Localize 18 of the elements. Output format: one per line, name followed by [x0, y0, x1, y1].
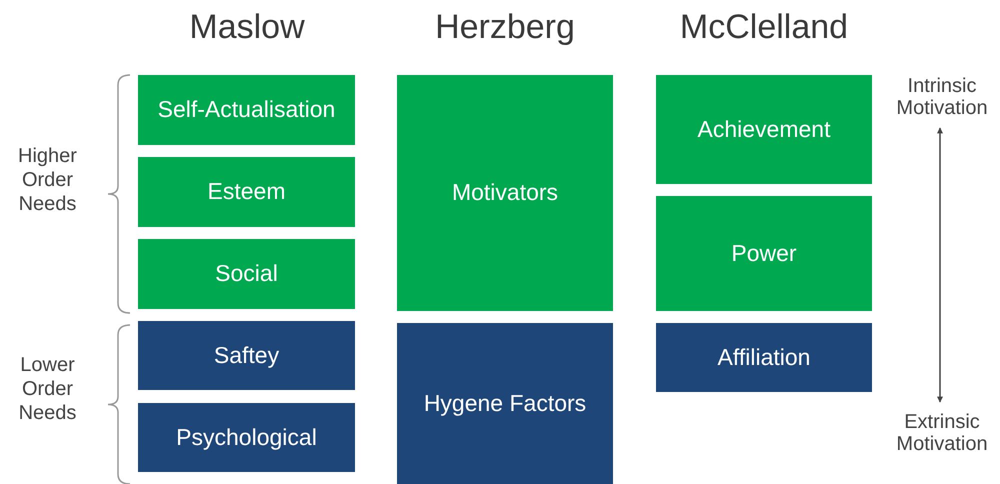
need-box: Social — [138, 239, 355, 309]
column-title: McClelland — [678, 8, 850, 47]
motivation-label: Intrinsic Motivation — [884, 70, 1000, 124]
need-box: Hygene Factors — [397, 323, 613, 484]
need-box: Power — [656, 196, 872, 311]
bracket-label: Lower Order Needs — [18, 353, 78, 425]
column-title: Herzberg — [434, 8, 576, 47]
need-box: Affiliation — [656, 323, 872, 392]
need-box: Esteem — [138, 157, 355, 227]
need-box: Motivators — [397, 75, 613, 311]
motivation-label: Extrinsic Motivation — [884, 406, 1000, 460]
double-arrow — [937, 127, 943, 403]
bracket-label: Higher Order Needs — [17, 144, 78, 216]
need-box: Achievement — [656, 75, 872, 184]
need-box: Self-Actualisation — [138, 75, 355, 145]
need-box: Saftey — [138, 321, 355, 390]
need-box: Psychological — [138, 403, 355, 472]
column-title: Maslow — [188, 8, 306, 47]
